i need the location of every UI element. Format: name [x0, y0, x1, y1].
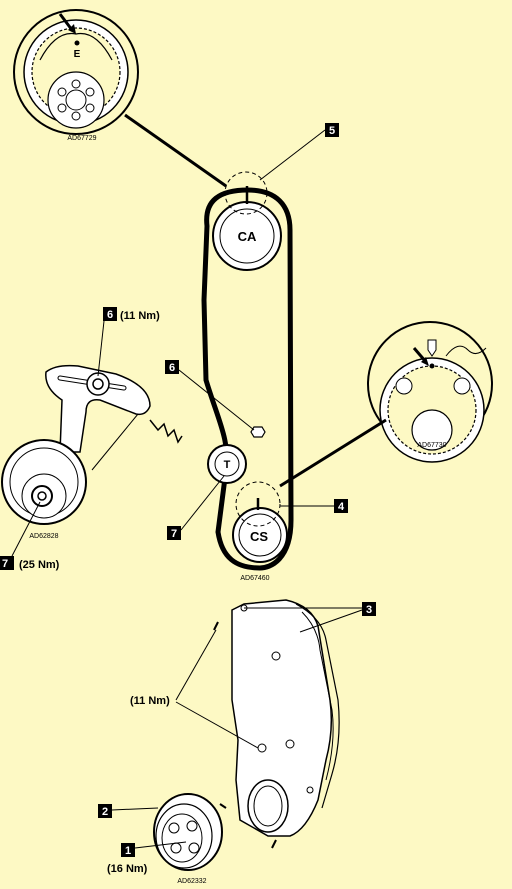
callout-5: 5	[329, 125, 335, 137]
belt-layout-code: AD67460	[240, 575, 269, 582]
cam-leader-line	[124, 113, 227, 188]
crank-detail-code: AD67730	[417, 442, 446, 449]
callout-1: 1	[125, 845, 131, 857]
tensioner-assembly: AD62828	[1, 364, 183, 540]
crank-pulley-torque: (16 Nm)	[107, 863, 148, 875]
callout-7-mid: 7	[171, 528, 177, 540]
camshaft-detail: E AD67729	[13, 9, 139, 142]
cam-timing-mark-e: E	[74, 49, 81, 60]
crank-leader-line	[279, 418, 387, 488]
crankshaft-pulley-label: CS	[250, 529, 268, 544]
callout-4: 4	[338, 501, 345, 513]
belt-layout: CA CS T AD67460	[201, 171, 294, 582]
tensioner-pulley-label: T	[224, 459, 231, 471]
callout-6-mid: 6	[169, 362, 175, 374]
tensioner-pulley-torque: (25 Nm)	[19, 559, 60, 571]
callout-6-top: 6	[107, 309, 113, 321]
cover-code: AD62332	[177, 878, 206, 885]
camshaft-pulley-label: CA	[238, 229, 257, 244]
crankshaft-detail: AD67730	[367, 321, 493, 463]
tensioner-bolt-torque: (11 Nm)	[120, 310, 160, 322]
cover-bolts-torque: (11 Nm)	[130, 695, 170, 707]
tensioner-code: AD62828	[29, 533, 58, 540]
timing-cover: AD62332	[153, 599, 340, 885]
callout-3: 3	[366, 604, 372, 616]
callout-2: 2	[102, 806, 108, 818]
tensioner-bolt-hex	[250, 426, 266, 438]
cam-detail-code: AD67729	[67, 135, 96, 142]
callout-7-left: 7	[2, 558, 8, 570]
